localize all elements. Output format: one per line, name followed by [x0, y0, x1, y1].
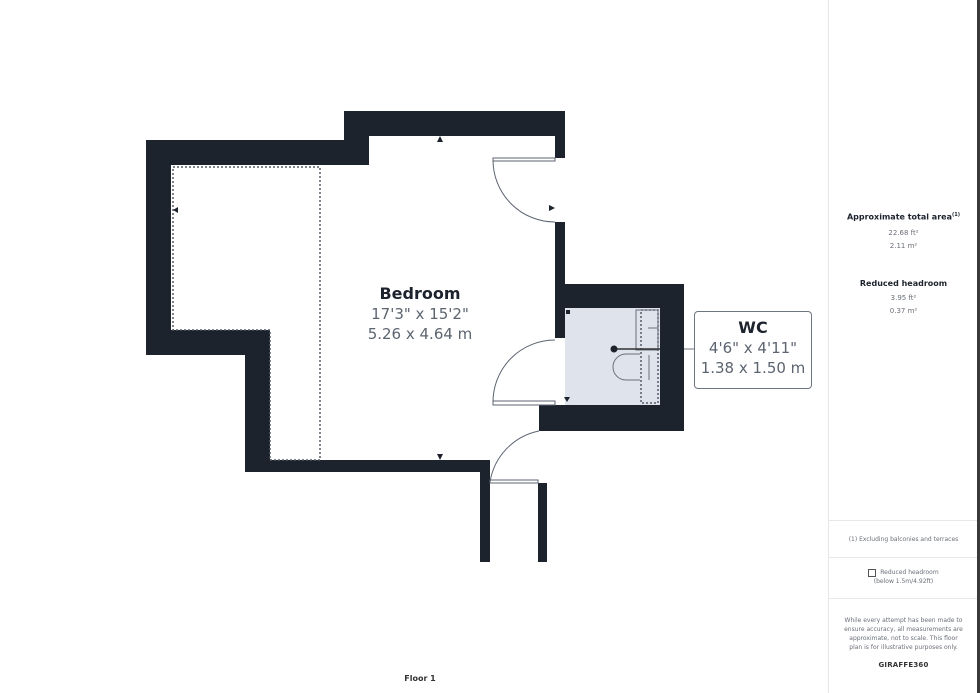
room-dimensions-metric: 5.26 x 4.64 m: [367, 325, 473, 343]
wc-pipe-icon: [610, 345, 618, 353]
reduced-headroom-section: Reduced headroom 3.95 ft² 0.37 m²: [829, 279, 978, 318]
image-edge: [977, 0, 980, 693]
reduced-headroom-sqm: 0.37 m²: [889, 307, 918, 315]
markers: [173, 136, 570, 460]
room-name: Bedroom: [379, 284, 461, 303]
legend: Reduced headroom (below 1.5m/4.92ft): [829, 568, 978, 586]
room-name: WC: [738, 318, 768, 337]
total-area-sqft: 22.68 ft²: [888, 228, 919, 237]
room-label-bedroom: Bedroom 17'3" x 15'2" 5.26 x 4.64 m: [330, 284, 510, 344]
wc-fixtures: [612, 309, 660, 381]
reduced-headroom-legend-icon: [868, 568, 877, 577]
divider: [829, 598, 978, 599]
floor-plan: Bedroom 17'3" x 15'2" 5.26 x 4.64 m WC 4…: [146, 111, 812, 683]
total-area-sqm: 2.11 m²: [889, 241, 918, 250]
divider: [829, 557, 978, 558]
room-dimensions-metric: 1.38 x 1.50 m: [700, 359, 806, 377]
doors: [489, 157, 556, 484]
disclaimer: While every attempt has been made to ens…: [844, 617, 963, 651]
brand-logo: GIRAFFE360: [878, 661, 929, 669]
divider: [829, 520, 978, 521]
room-dimensions-imperial: 4'6" x 4'11": [708, 339, 798, 357]
footnote: (1) Excluding balconies and terraces: [848, 536, 959, 543]
floor-plan-drawing: [146, 111, 684, 562]
floor-label: Floor 1: [404, 674, 436, 683]
reduced-headroom-title: Reduced headroom: [859, 279, 948, 288]
walls: [146, 111, 684, 562]
wc-floor: [565, 308, 661, 405]
total-area-section: Approximate total area(1) 22.68 ft² 2.11…: [829, 212, 978, 253]
room-label-wc: WC 4'6" x 4'11" 1.38 x 1.50 m: [694, 311, 812, 389]
room-dimensions-imperial: 17'3" x 15'2": [371, 305, 469, 323]
info-sidebar: Approximate total area(1) 22.68 ft² 2.11…: [828, 0, 978, 693]
reduced-headroom-sqft: 3.95 ft²: [890, 294, 917, 302]
total-area-title: Approximate total area(1): [846, 212, 961, 222]
